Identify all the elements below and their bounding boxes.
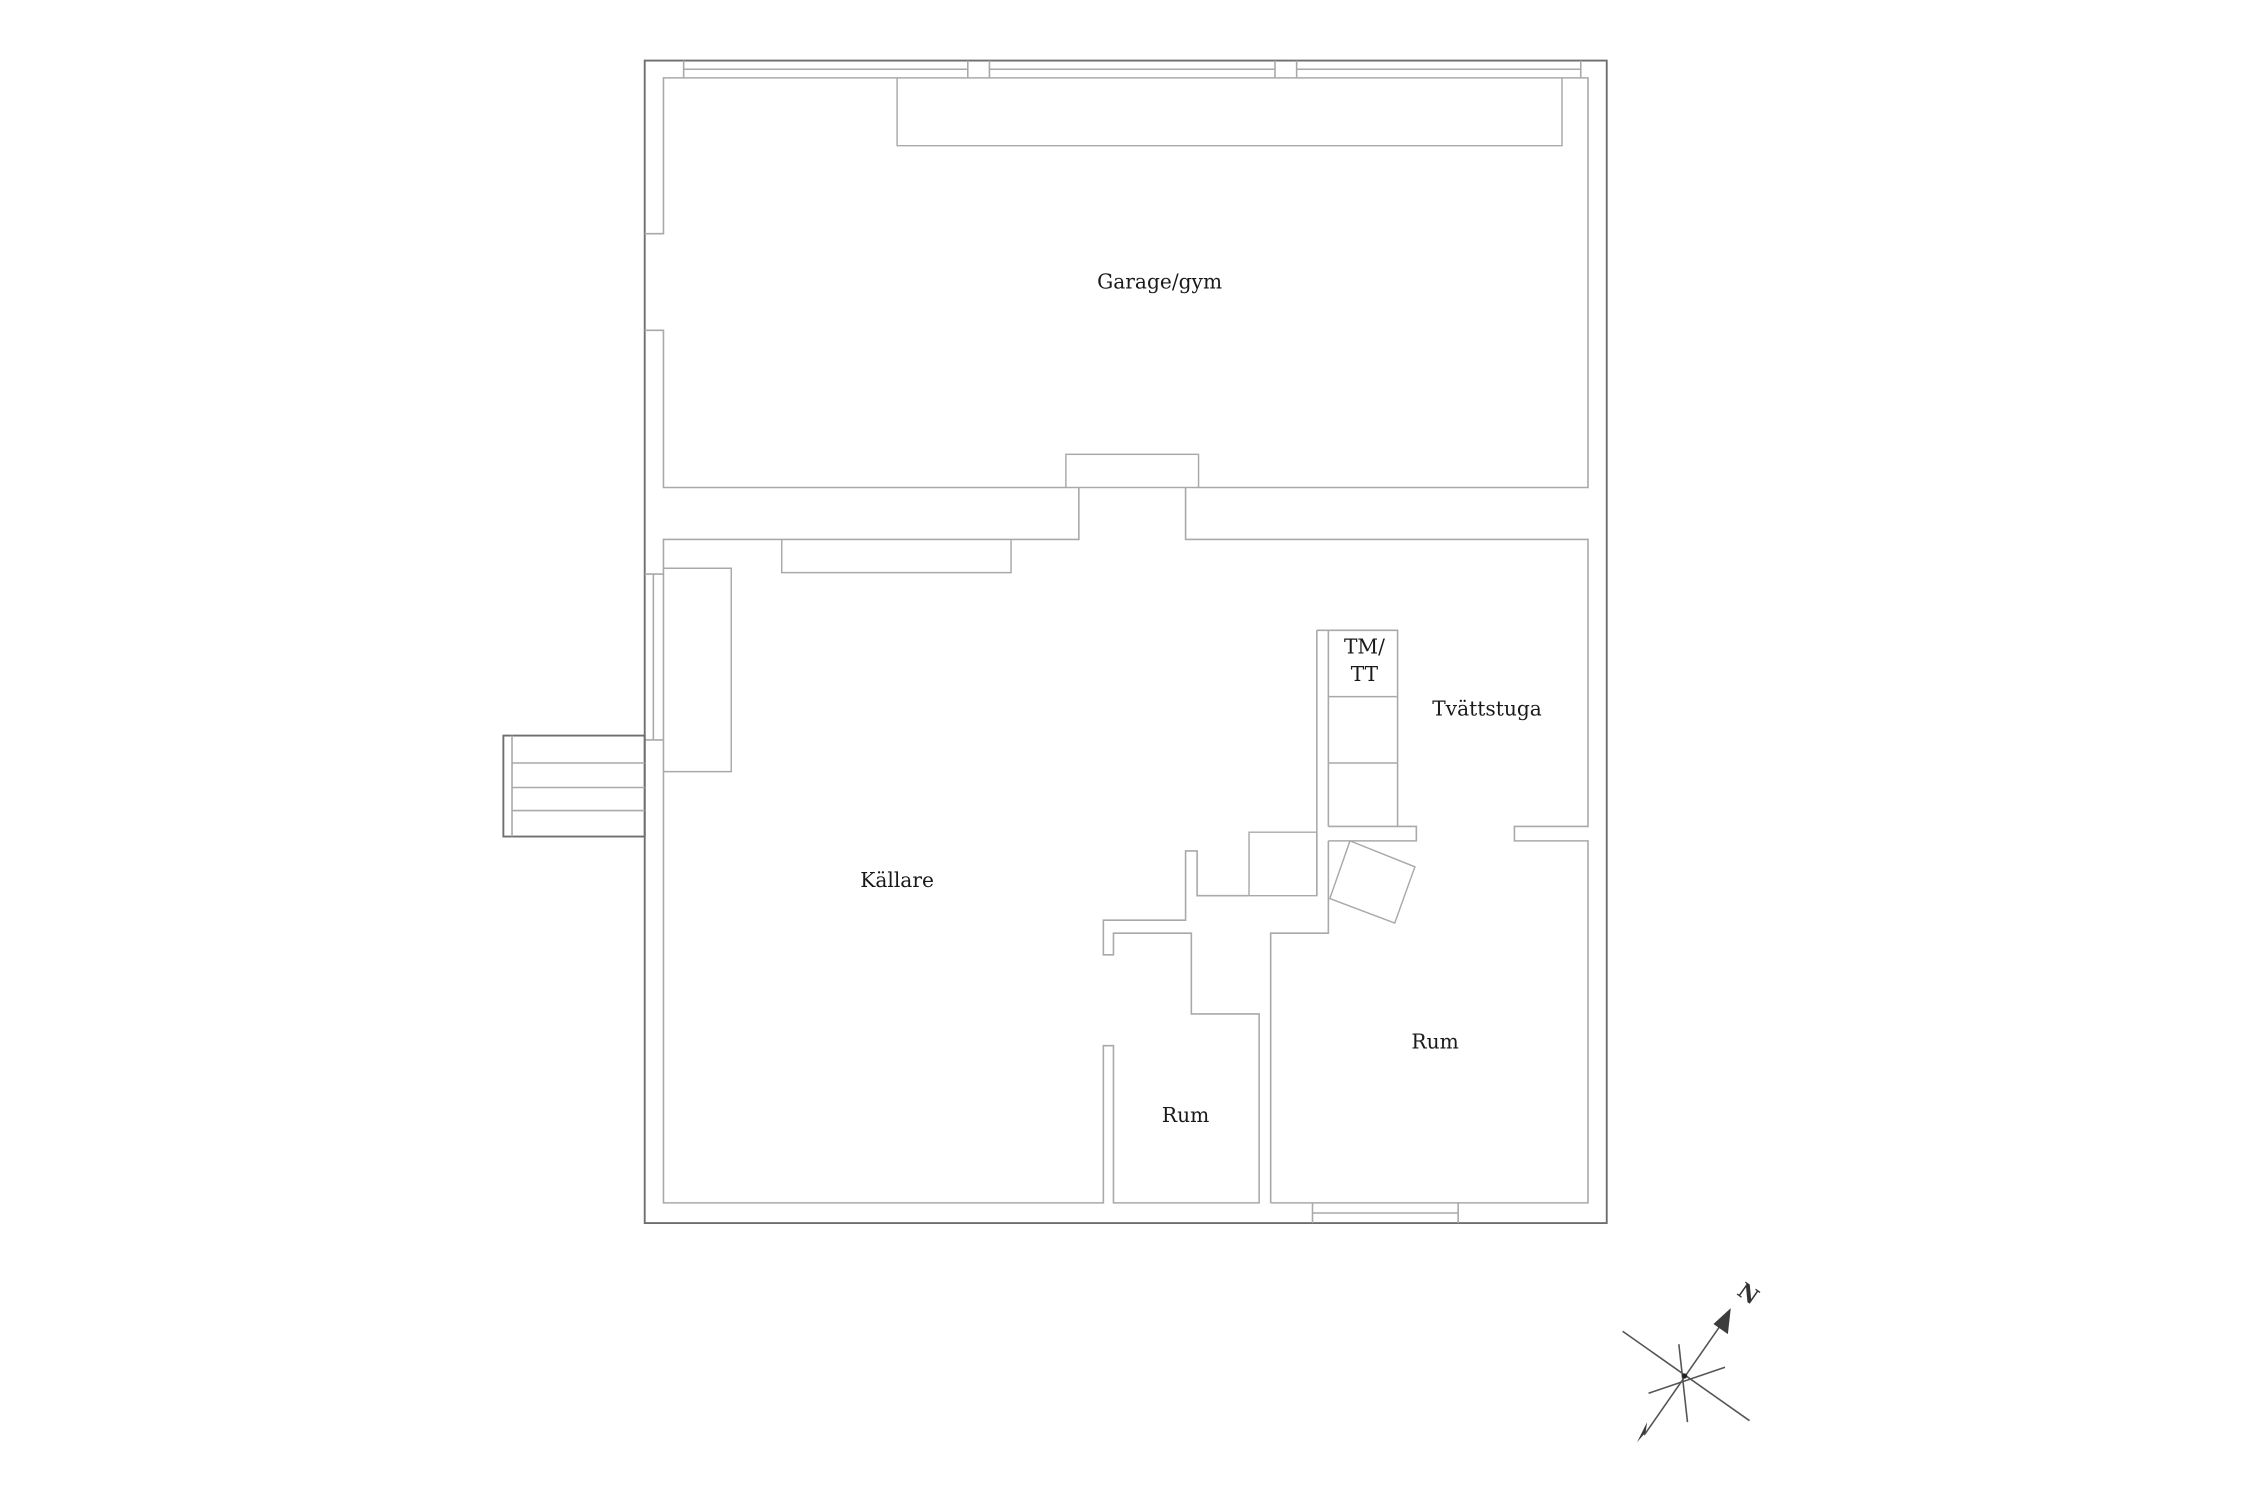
kallare-walls (644, 539, 1260, 1204)
central-fixtures (1248, 629, 1418, 1203)
bottom-window (1311, 1202, 1459, 1224)
room-label-kallare: Källare (860, 868, 934, 892)
exterior-stairs (502, 734, 646, 838)
compass-north-label: N (1732, 1278, 1763, 1310)
outer-walls (643, 59, 1608, 1225)
corridor-walls (662, 487, 1589, 1204)
compass-icon: N (1622, 1278, 1763, 1443)
room-label-tm: TM/ (1344, 634, 1385, 658)
room-label-rum-large: Rum (1411, 1030, 1458, 1054)
room-label-tt: TT (1351, 662, 1379, 686)
room-label-garage: Garage/gym (1097, 269, 1222, 293)
room-label-rum-small: Rum (1162, 1103, 1209, 1127)
top-windows (682, 60, 1582, 78)
room-label-tvattstuga: Tvättstuga (1432, 696, 1542, 720)
garage-walls (644, 77, 1589, 489)
